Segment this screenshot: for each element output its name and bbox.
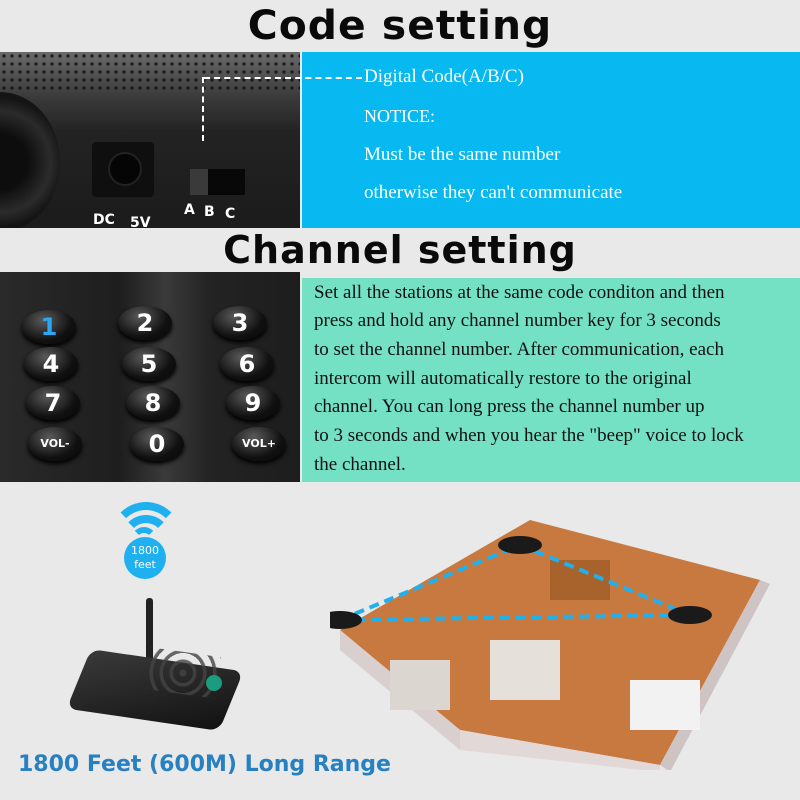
code-switch-knob: [190, 169, 208, 195]
dc-label: DC: [93, 212, 115, 228]
wifi-arc-outer: [110, 502, 182, 574]
switch-label-c: C: [225, 206, 236, 222]
pointer-line-vertical: [202, 77, 204, 141]
notice-text-1: Must be the same number: [364, 144, 561, 165]
workstations: [630, 680, 700, 730]
key-vol-down: VOL-: [28, 427, 82, 461]
wifi-arc-middle: [121, 515, 171, 565]
intercom-unit: [498, 536, 542, 554]
signal-line: [519, 543, 691, 617]
dc-jack-hole: [108, 152, 142, 186]
wifi-arc-inner: [131, 527, 157, 553]
voltage-label: 5V: [130, 215, 151, 228]
digital-code-line: Digital Code(A/B/C): [364, 66, 524, 87]
channel-text-line: Set all the stations at the same code co…: [314, 282, 725, 303]
key-3: 3: [213, 306, 267, 340]
key-1: 1: [22, 310, 76, 344]
range-caption: 1800 Feet (600M) Long Range: [18, 752, 391, 777]
talk-button: [206, 675, 222, 691]
range-badge-unit: feet: [134, 558, 156, 571]
key-2: 2: [118, 306, 172, 340]
key-9: 9: [226, 386, 280, 420]
key-0: 0: [130, 427, 184, 461]
notice-line: NOTICE:: [364, 106, 435, 126]
code-info-panel: Digital Code(A/B/C) NOTICE: Must be the …: [302, 52, 800, 228]
pointer-line-horizontal: [204, 77, 362, 79]
speaker-grille: [0, 52, 300, 92]
restroom: [390, 660, 450, 710]
signal-line: [339, 613, 691, 622]
channel-text-line: the channel.: [314, 454, 406, 475]
key-8: 8: [126, 386, 180, 420]
channel-text-line: intercom will automatically restore to t…: [314, 368, 692, 389]
key-5: 5: [122, 347, 176, 381]
intercom-antenna: [146, 598, 153, 678]
channel-setting-heading: Channel setting: [223, 228, 577, 272]
channel-text-line: channel. You can long press the channel …: [314, 396, 705, 417]
dc-port-photo: DC 5V A B C: [0, 52, 300, 228]
office-floorplan: [330, 520, 770, 770]
channel-info-panel: Set all the stations at the same code co…: [302, 278, 800, 482]
switch-label-b: B: [204, 204, 215, 220]
notice-text-2: otherwise they can't communicate: [364, 182, 623, 203]
channel-text-line: to 3 seconds and when you hear the "beep…: [314, 425, 744, 446]
key-6: 6: [220, 347, 274, 381]
device-side-curve: [0, 92, 60, 228]
signal-line: [339, 543, 521, 622]
wall-front: [460, 730, 660, 770]
range-badge-value: 1800: [131, 544, 159, 557]
key-4: 4: [24, 347, 78, 381]
range-badge: 1800 feet: [124, 537, 166, 579]
channel-text-line: press and hold any channel number key fo…: [314, 310, 721, 331]
channel-text-line: to set the channel number. After communi…: [314, 339, 724, 360]
key-vol-up: VOL+: [232, 427, 286, 461]
meeting-room: [490, 640, 560, 700]
key-7: 7: [26, 386, 80, 420]
intercom-unit: [668, 606, 712, 624]
keypad-photo: 1 2 3 4 5 6 7 8 9 VOL- 0 VOL+: [0, 272, 300, 482]
code-setting-heading: Code setting: [247, 3, 553, 49]
intercom-unit: [330, 611, 362, 629]
switch-label-a: A: [184, 202, 195, 218]
